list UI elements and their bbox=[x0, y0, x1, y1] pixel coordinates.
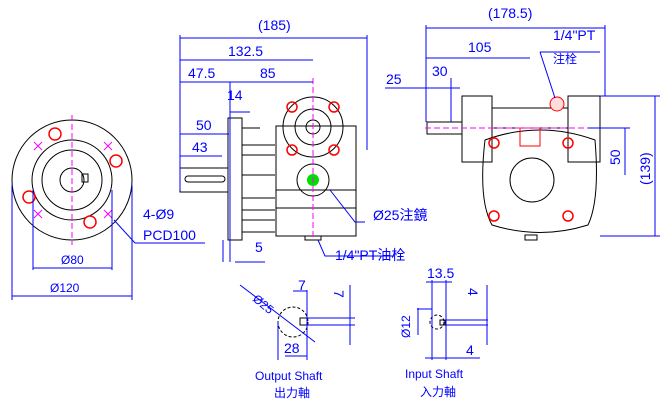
dim-30: 30 bbox=[432, 63, 448, 79]
bolt-icon bbox=[22, 190, 36, 204]
input-dim-4a: 4 bbox=[465, 288, 481, 296]
dim-139-vertical: (139) bbox=[637, 152, 653, 185]
right-view: (178.5) 1/4"PT 注栓 105 30 25 50 (139) bbox=[385, 5, 660, 241]
bolt-icon bbox=[109, 154, 123, 168]
dim-14: 14 bbox=[227, 87, 243, 103]
holes-label: 4-Ø9 bbox=[143, 206, 174, 222]
plug-icon bbox=[549, 96, 565, 112]
side-view: (185) 132.5 47.5 85 14 50 43 5 Ø25注鏡 1/4… bbox=[179, 17, 427, 263]
bolt-icon bbox=[83, 215, 97, 229]
overall-185-label: (185) bbox=[258, 17, 291, 33]
plug-cn-label: 注栓 bbox=[553, 51, 577, 66]
output-shaft-label-cn: 出力軸 bbox=[274, 386, 310, 400]
input-dim-13-5: 13.5 bbox=[427, 265, 454, 281]
dim-132-5: 132.5 bbox=[228, 43, 263, 59]
pcd-label: PCD100 bbox=[143, 227, 196, 243]
output-dim-28: 28 bbox=[284, 340, 300, 356]
input-dim-4b: 4 bbox=[466, 342, 474, 358]
overall-178-5-label: (178.5) bbox=[488, 5, 532, 21]
input-dia-label: Ø12 bbox=[399, 315, 413, 338]
output-shaft-label-en: Output Shaft bbox=[255, 369, 323, 383]
dia-outer-label: Ø120 bbox=[50, 281, 80, 295]
input-shaft-label-en: Input Shaft bbox=[405, 367, 464, 381]
dim-5: 5 bbox=[255, 239, 263, 255]
dim-47-5: 47.5 bbox=[188, 65, 215, 81]
bolt-icon bbox=[48, 127, 62, 141]
dia-inner-label: Ø80 bbox=[61, 253, 84, 267]
front-view: 4-Ø9 PCD100 Ø80 Ø120 bbox=[11, 115, 205, 300]
input-shaft-label-cn: 入力軸 bbox=[420, 385, 456, 399]
dim-105: 105 bbox=[468, 39, 492, 55]
output-shaft-detail: Ø25 7 7 28 Output Shaft 出力軸 bbox=[239, 277, 355, 400]
dim-25: 25 bbox=[386, 71, 402, 87]
dim-43: 43 bbox=[192, 139, 208, 155]
output-dim-7a: 7 bbox=[298, 277, 306, 293]
drain-plug-label: 1/4"PT油栓 bbox=[335, 247, 405, 263]
dim-85: 85 bbox=[260, 65, 276, 81]
dim-50: 50 bbox=[196, 117, 212, 133]
output-dim-7b: 7 bbox=[331, 290, 347, 298]
input-shaft-detail: 13.5 Ø12 4 4 Input Shaft 入力軸 bbox=[399, 265, 488, 399]
dim-50-vertical: 50 bbox=[607, 149, 623, 165]
plug-label: 1/4"PT bbox=[553, 27, 596, 43]
sight-glass-label: Ø25注鏡 bbox=[373, 207, 427, 223]
